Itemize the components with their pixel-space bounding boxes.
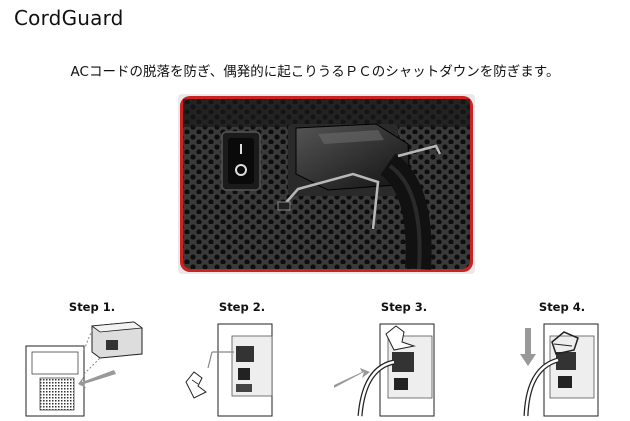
hero-photo	[178, 94, 475, 274]
step-3: Step 3.	[334, 300, 474, 418]
step-2-illustration-icon	[185, 323, 273, 417]
step-1: Step 1.	[22, 300, 162, 418]
step-label: Step 4.	[538, 300, 586, 314]
step-3-illustration-icon	[334, 323, 435, 417]
step-1-illustration-icon	[25, 321, 144, 417]
step-label: Step 2.	[218, 300, 266, 314]
step-label: Step 3.	[380, 300, 428, 314]
page-subtitle: ACコードの脱落を防ぎ、偶発的に起こりうるＰＣのシャットダウンを防ぎます。	[70, 64, 560, 80]
step-4: Step 4.	[492, 300, 630, 418]
power-cord-guard-photo-icon	[180, 96, 473, 272]
step-2: Step 2.	[172, 300, 312, 418]
page-title: CordGuard	[14, 6, 124, 30]
step-label: Step 1.	[68, 300, 116, 314]
step-4-illustration-icon	[520, 323, 599, 417]
